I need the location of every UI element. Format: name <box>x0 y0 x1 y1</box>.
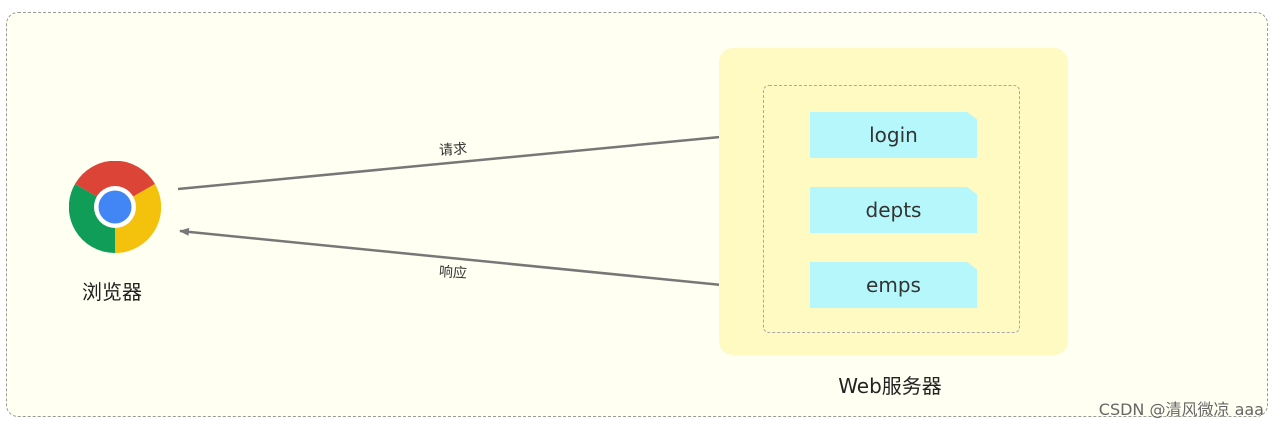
web-server-label: Web服务器 <box>838 374 942 398</box>
module-depts: depts <box>810 187 977 233</box>
module-emps: emps <box>810 262 977 308</box>
browser-label: 浏览器 <box>82 280 142 304</box>
request-arrow <box>177 129 763 191</box>
web-server-container <box>763 85 1020 333</box>
response-arrow <box>179 227 763 291</box>
module-login: login <box>810 112 977 158</box>
chrome-browser-icon <box>69 161 161 253</box>
request-label: 请求 <box>438 141 468 159</box>
response-label: 响应 <box>438 264 468 282</box>
watermark: CSDN @清风微凉 aaa <box>1098 400 1264 419</box>
